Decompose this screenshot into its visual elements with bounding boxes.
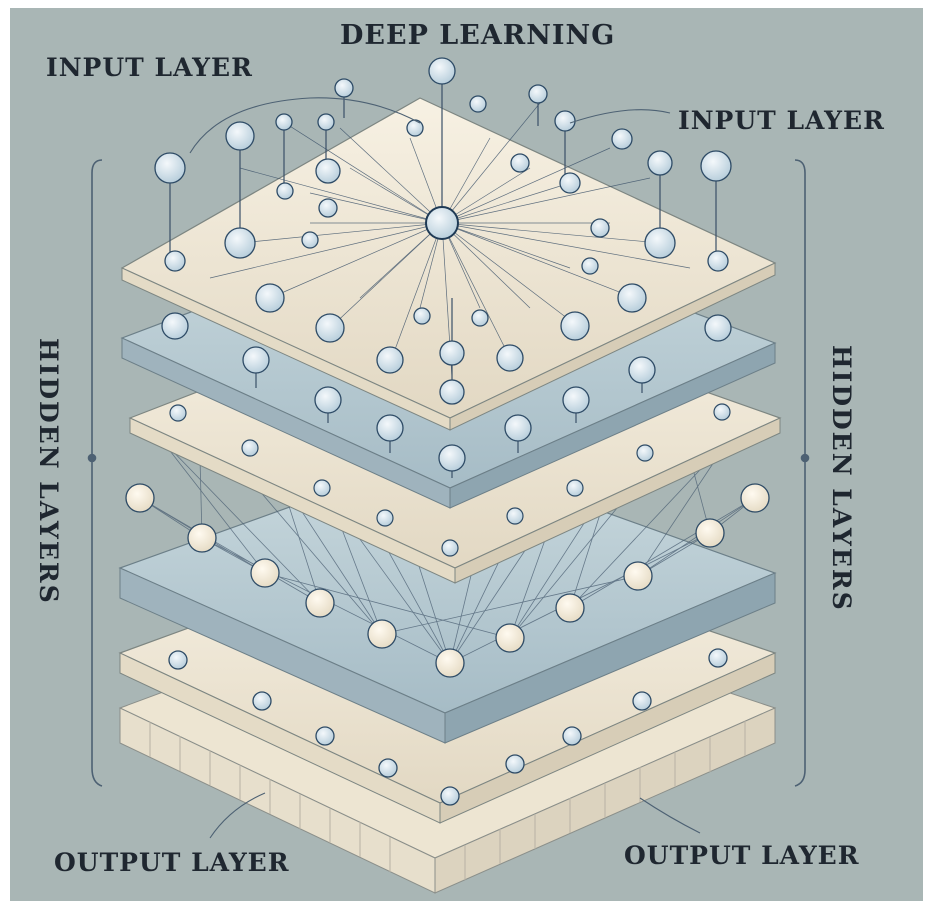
output-layer-nodes <box>168 648 728 806</box>
hidden-layer-1-nodes <box>161 312 732 472</box>
hidden-layer-3-nodes <box>125 483 770 678</box>
diagram-frame: DEEP LEARNING INPUT LAYER INPUT LAYER HI… <box>10 8 923 901</box>
input-layer-stems <box>169 74 717 393</box>
label-connectors <box>189 97 701 839</box>
output-layer-label-right: OUTPUT LAYER <box>624 841 860 870</box>
neural-network-illustration <box>87 57 810 894</box>
input-layer-label-left: INPUT LAYER <box>46 53 253 82</box>
hidden-layers-label-right: HIDDEN LAYERS <box>827 345 856 612</box>
central-node <box>425 206 459 240</box>
output-layer-label-left: OUTPUT LAYER <box>54 848 290 877</box>
central-burst <box>209 102 691 379</box>
right-bracket <box>794 159 810 787</box>
hidden-layers-label-left: HIDDEN LAYERS <box>34 338 63 605</box>
input-layer-nodes <box>154 57 732 405</box>
input-layer-plate <box>120 97 777 431</box>
hidden-layer-plate-3 <box>118 452 777 744</box>
left-bracket <box>87 159 103 787</box>
hidden-layer-2-nodes <box>169 403 731 557</box>
diagram-title: DEEP LEARNING <box>340 20 616 51</box>
input-layer-label-right: INPUT LAYER <box>678 106 885 135</box>
